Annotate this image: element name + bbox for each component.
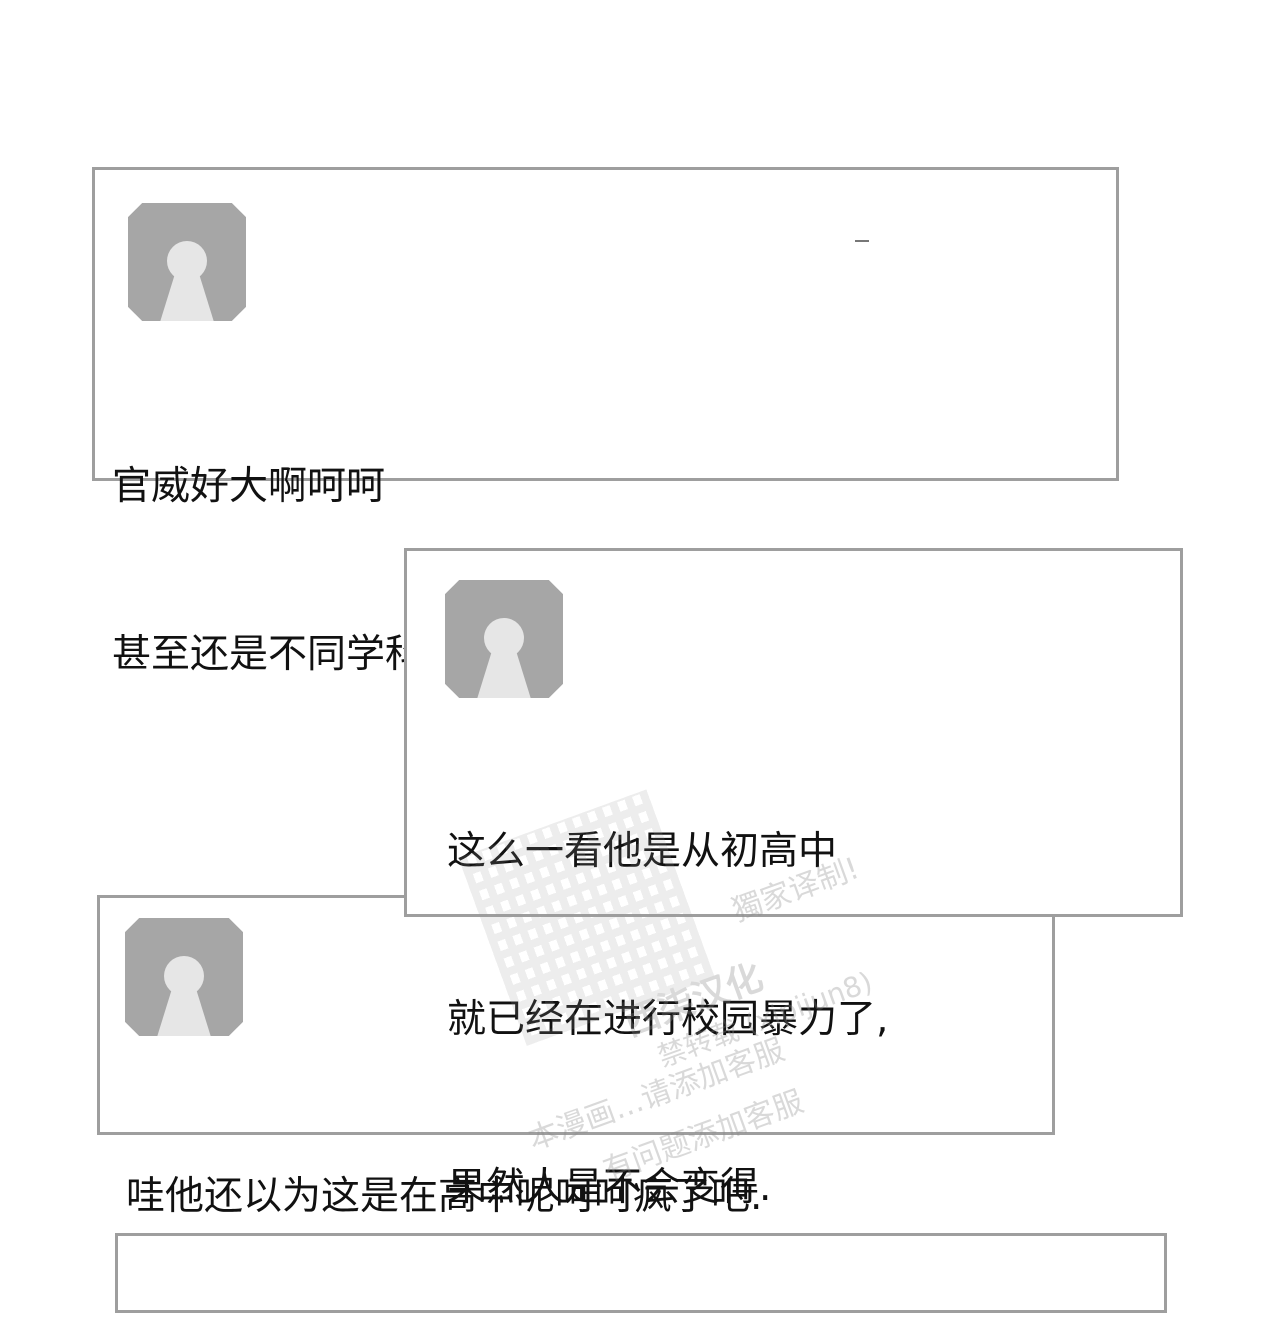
comment-text: 哇他还以为这是在高中呢呵呵疯了吧. xyxy=(126,1057,762,1337)
comment-card-3: 哇他还以为这是在高中呢呵呵疯了吧. xyxy=(97,895,1055,1219)
comment-line: 哇他还以为这是在高中呢呵呵疯了吧. xyxy=(126,1174,763,1219)
comment-line: 官威好大啊呵呵 xyxy=(112,464,386,509)
avatar-placeholder-icon xyxy=(445,580,563,698)
comment-text: 这么一看他是从初高中 就已经在进行校园暴力了, 果然人是不会变得. xyxy=(447,712,888,1328)
comment-line: 果然人是不会变得. xyxy=(447,1165,772,1210)
avatar-placeholder-icon xyxy=(125,918,243,1036)
avatar-placeholder-icon xyxy=(128,203,246,321)
comment-card-2: 这么一看他是从初高中 就已经在进行校园暴力了, 果然人是不会变得. xyxy=(404,548,1183,1210)
comment-line: 就已经在进行校园暴力了, xyxy=(447,997,889,1042)
comment-card-4-partial xyxy=(115,1233,1167,1313)
comment-card-1: 官威好大啊呵呵 甚至还是不同学科仅仅只是认识的关系而已抖抖 xyxy=(92,167,1119,677)
stray-mark xyxy=(855,240,869,242)
comment-line: 这么一看他是从初高中 xyxy=(447,829,838,874)
